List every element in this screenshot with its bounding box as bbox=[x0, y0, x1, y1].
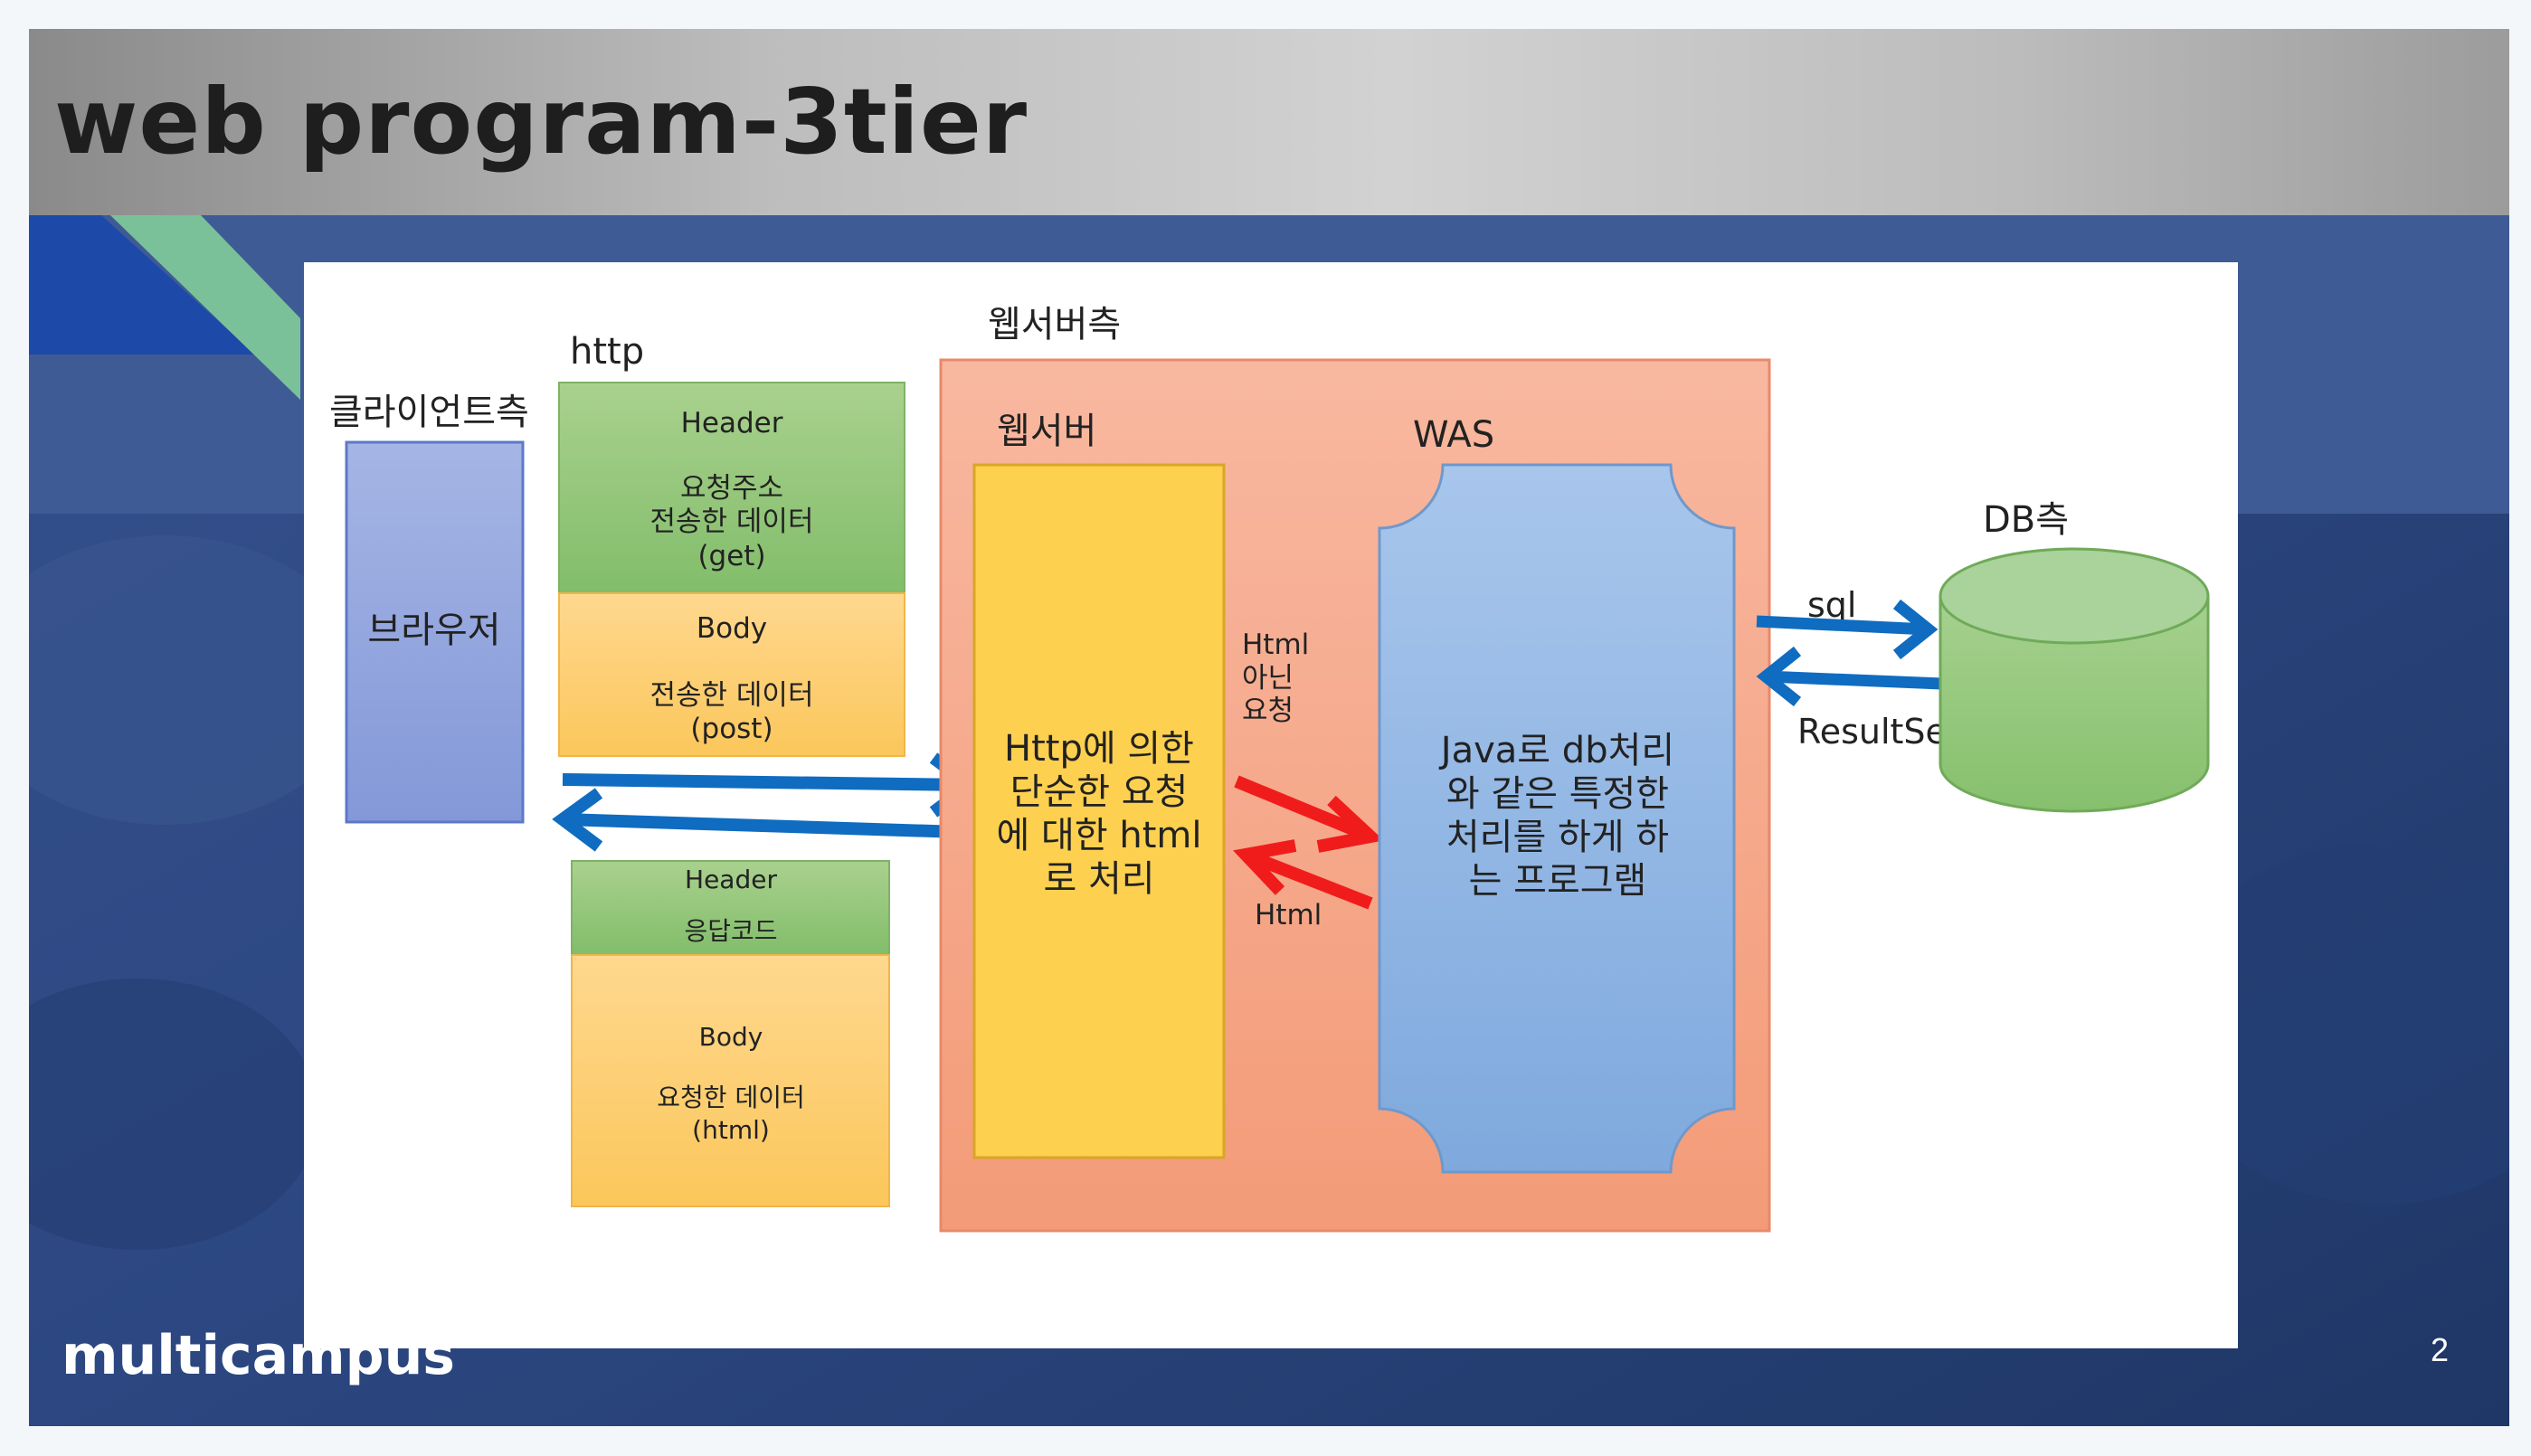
slide: web program-3tier bbox=[29, 29, 2509, 1426]
slide-title: web program-3tier bbox=[54, 69, 1029, 175]
non-html-request-line-3: 요청 bbox=[1242, 695, 1294, 727]
request-body-line-1: 전송한 데이터 bbox=[650, 679, 814, 712]
webserver-text-line-4: 로 처리 bbox=[1043, 858, 1154, 900]
was-text-line-4: 는 프로그램 bbox=[1469, 860, 1647, 902]
sql-arrow bbox=[1756, 599, 1939, 660]
was-response-arrow bbox=[1233, 839, 1373, 910]
page-number: 2 bbox=[2431, 1331, 2450, 1368]
three-tier-diagram: 클라이언트측 브라우저 http Header 요청주소 전송한 데이터 (ge… bbox=[329, 304, 2210, 1233]
request-body-line-2: (post) bbox=[690, 713, 773, 745]
request-arrow bbox=[562, 752, 981, 818]
resultset-label: ResultSet bbox=[1797, 712, 1960, 752]
client-side-label: 클라이언트측 bbox=[329, 392, 529, 433]
request-body-box bbox=[558, 592, 905, 757]
response-body-line-1: 요청한 데이터 bbox=[657, 1083, 804, 1112]
resultset-arrow bbox=[1756, 646, 1943, 707]
was-label: WAS bbox=[1413, 414, 1494, 456]
was-text-line-1: Java로 db처리 bbox=[1438, 730, 1674, 771]
webserver-box bbox=[972, 463, 1226, 1159]
webserver-label: 웹서버 bbox=[997, 411, 1096, 452]
request-header-line-1: 요청주소 bbox=[680, 472, 783, 505]
browser-box bbox=[345, 440, 525, 824]
db-side-label: DB측 bbox=[1983, 499, 2069, 541]
non-html-request-line-2: 아닌 bbox=[1242, 662, 1294, 695]
browser-label: 브라우저 bbox=[367, 610, 500, 651]
response-body-box bbox=[571, 954, 890, 1207]
response-header-box bbox=[571, 860, 890, 956]
multicampus-logo: multicampus bbox=[62, 1324, 455, 1387]
request-header-box bbox=[558, 382, 905, 594]
response-header-title: Header bbox=[685, 865, 777, 894]
was-box bbox=[1378, 463, 1736, 1174]
was-text-line-3: 처리를 하게 하 bbox=[1446, 817, 1669, 858]
non-html-request-line-1: Html bbox=[1242, 629, 1309, 661]
html-label: Html bbox=[1255, 899, 1322, 931]
request-header-line-3: (get) bbox=[697, 540, 765, 572]
webserver-text-line-3: 에 대한 html bbox=[997, 815, 1202, 856]
response-body-line-2: (html) bbox=[692, 1115, 770, 1145]
webserver-side-label: 웹서버측 bbox=[988, 304, 1121, 345]
request-body-title: Body bbox=[697, 612, 767, 645]
response-arrow bbox=[552, 788, 962, 852]
was-text-line-2: 와 같은 특정한 bbox=[1446, 773, 1669, 815]
http-label: http bbox=[570, 331, 644, 373]
database-cylinder-icon bbox=[1939, 547, 2210, 813]
title-bar: web program-3tier bbox=[29, 29, 2509, 215]
forward-to-was-arrow bbox=[1234, 775, 1384, 853]
webserver-text-line-2: 단순한 요청 bbox=[1010, 771, 1189, 813]
request-header-title: Header bbox=[681, 407, 783, 440]
response-body-title: Body bbox=[699, 1022, 763, 1052]
webserver-text-line-1: Http에 의한 bbox=[1004, 728, 1194, 770]
response-header-line: 응답코드 bbox=[684, 916, 777, 946]
request-header-line-2: 전송한 데이터 bbox=[650, 506, 814, 538]
